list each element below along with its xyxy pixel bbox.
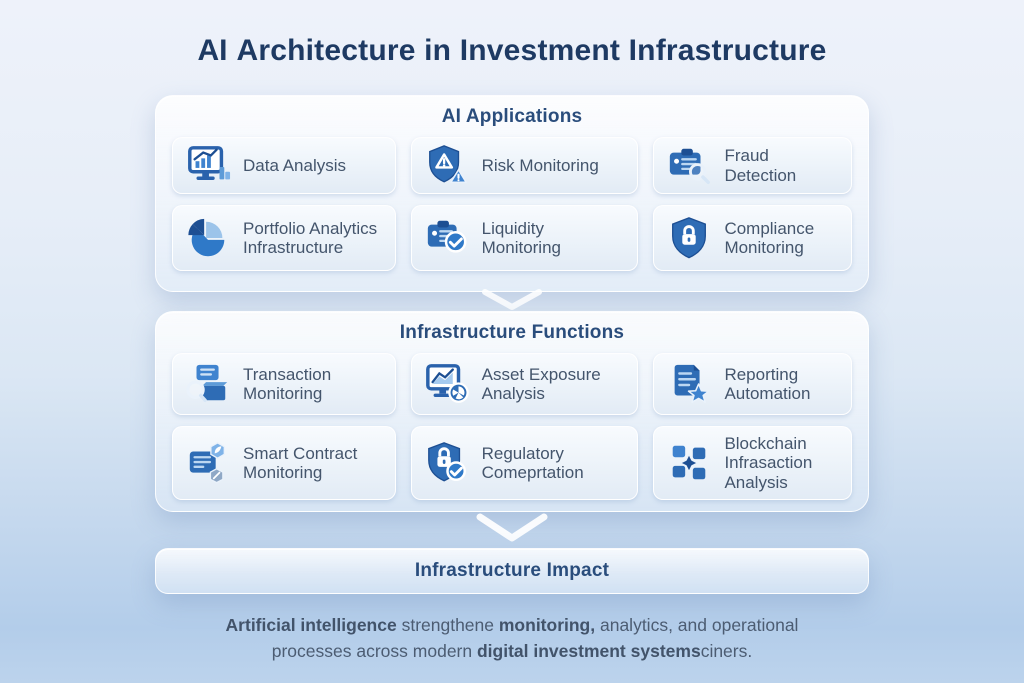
card-smart-contract: Smart Contract Monitoring — [172, 426, 396, 500]
card-label: Liquidity Monitoring — [481, 218, 561, 257]
card-label: Smart Contract Monitoring — [243, 443, 358, 482]
card-check-icon — [424, 215, 470, 261]
card-regulatory: Regulatory Comeprtation — [410, 426, 639, 500]
card-risk-monitoring: Risk Monitoring — [410, 137, 639, 194]
card-label: Portfolio Analytics Infrastructure — [243, 218, 378, 257]
pie-chart-icon — [185, 215, 231, 261]
shield-lock-icon — [666, 215, 712, 261]
card-label: Reporting Automation — [724, 364, 811, 403]
card-label: Regulatory Comeprtation — [481, 443, 584, 482]
footer-segment: ciners. — [700, 641, 753, 662]
footer-segment: Artificial intelligence — [225, 615, 402, 635]
card-data-analysis: Data Analysis — [172, 137, 396, 194]
wallet-search-icon — [666, 143, 712, 189]
document-star-icon — [666, 361, 712, 407]
panel-infrastructure-impact: Infrastructure Impact — [155, 548, 869, 594]
card-label: Compliance Monitoring — [724, 218, 815, 257]
card-asset-exposure: Asset Exposure Analysis — [410, 353, 639, 415]
footer-segment: strengthene — [401, 615, 499, 635]
card-blockchain: Blockchain Infrasaction Analysis — [653, 426, 852, 500]
section-header-ai-applications: AI Applications — [441, 106, 583, 127]
flow-arrow-down-icon — [0, 288, 1024, 312]
title-ai-prefix: AI — [197, 34, 228, 67]
card-liquidity-monitoring: Liquidity Monitoring — [410, 205, 639, 271]
panel-infrastructure-functions: Infrastructure Functions Transaction Mon… — [155, 311, 869, 512]
footer-segment: monitoring, — [498, 615, 600, 635]
panel-ai-applications: AI Applications Data Analysis — [155, 95, 869, 292]
title-rest: Architecture in Investment Infrastructur… — [236, 34, 827, 67]
footer-segment: investment systems — [533, 641, 701, 662]
document-search-box-icon — [185, 361, 231, 407]
shield-warning-icon — [424, 143, 470, 189]
section-header-infrastructure-functions: Infrastructure Functions — [399, 322, 625, 343]
monitor-chart-icon — [185, 143, 231, 189]
monitor-gear-icon — [424, 361, 470, 407]
card-label: Transaction Monitoring — [243, 364, 332, 403]
footer-segment: digital — [476, 641, 534, 662]
card-transaction-monitoring: Transaction Monitoring — [172, 353, 396, 415]
card-label: Blockchain Infrasaction Analysis — [724, 434, 813, 492]
card-reporting-automation: Reporting Automation — [653, 353, 852, 415]
card-label: Risk Monitoring — [481, 155, 599, 175]
document-hexagon-icon — [185, 440, 231, 486]
card-portfolio-analytics: Portfolio Analytics Infrastructure — [172, 205, 396, 271]
card-label: Asset Exposure Analysis — [481, 364, 601, 403]
flow-arrow-down-icon — [0, 512, 1024, 544]
infrastructure-functions-grid: Transaction Monitoring Asset Exposure An… — [156, 344, 868, 500]
card-label: Data Analysis — [243, 155, 346, 175]
card-compliance-monitoring: Compliance Monitoring — [653, 205, 852, 271]
shield-lock-check-icon — [424, 440, 470, 486]
section-header-infrastructure-impact: Infrastructure Impact — [414, 560, 610, 581]
ai-applications-grid: Data Analysis Risk Monitoring — [156, 128, 868, 271]
card-label: Fraud Detection — [724, 146, 797, 185]
footer-segment: analytics, and operational processes acr… — [271, 615, 799, 662]
blockchain-nodes-icon — [666, 440, 712, 486]
card-fraud-detection: Fraud Detection — [653, 137, 852, 194]
footer-description: Artificial intelligence strengthene moni… — [192, 612, 832, 665]
